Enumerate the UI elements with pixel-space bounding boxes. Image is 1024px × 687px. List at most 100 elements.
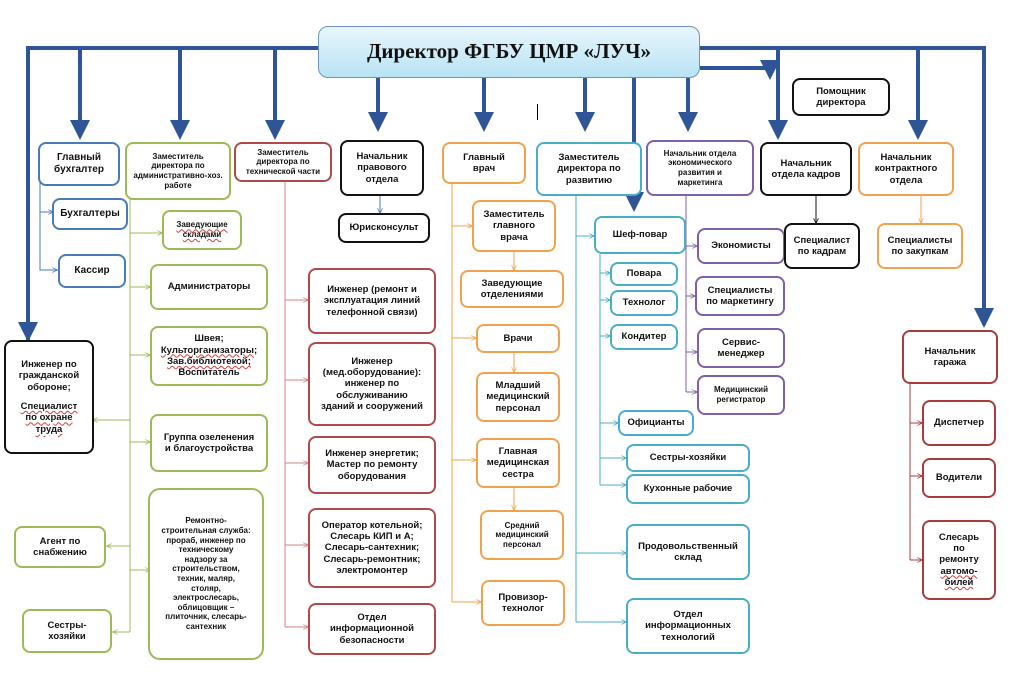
medical-registrar-label: Медицинский регистратор xyxy=(713,385,769,404)
it-department-label: Отдел информационных технологий xyxy=(645,608,731,643)
drivers-box: Водители xyxy=(922,458,996,498)
department-heads-label: Заведующие отделениями xyxy=(480,277,544,300)
engineer-telephone-box: Инженер (ремонт и эксплуатация линий тел… xyxy=(308,268,436,334)
doctors-label: Врачи xyxy=(503,332,533,344)
repair-service-label: Ремонтно- строительная служба: прораб, и… xyxy=(161,516,251,631)
legal-consultant-label: Юрисконсульт xyxy=(349,222,419,234)
chief-accountant-box: Главный бухгалтер xyxy=(38,142,120,186)
mid-medical-staff-label: Средний медицинский персонал xyxy=(495,520,549,549)
garage-head-label: Начальник гаража xyxy=(924,345,976,368)
kitchen-workers-box: Кухонные рабочие xyxy=(626,474,750,504)
food-storage-label: Продовольственный склад xyxy=(638,540,738,563)
confectioner-label: Кондитер xyxy=(621,331,667,343)
procurement-specialists-label: Специалисты по закупкам xyxy=(887,234,953,257)
power-engineer-box: Инженер энергетик; Мастер по ремонту обо… xyxy=(308,436,436,494)
car-mechanic-label-2: автомо- билей xyxy=(940,565,978,589)
housekeepers-label: Сестры-хозяйки xyxy=(649,452,727,464)
accountants-label: Бухгалтеры xyxy=(60,208,120,219)
assistant-director-label: Помощник директора xyxy=(816,85,866,108)
hr-head-box: Начальник отдела кадров xyxy=(760,142,852,196)
chef-box: Шеф-повар xyxy=(594,216,686,254)
accountant-branch-lines xyxy=(39,176,57,270)
junior-medical-staff-label: Младший медицинский персонал xyxy=(486,379,550,414)
seamstress-label: Швея; xyxy=(194,333,224,345)
food-storage-box: Продовольственный склад xyxy=(626,524,750,580)
deputy-chief-physician-label: Заместитель главного врача xyxy=(483,208,545,243)
repair-service-box: Ремонтно- строительная служба: прораб, и… xyxy=(148,488,264,660)
technologist-box: Технолог xyxy=(610,290,678,316)
legal-head-box: Начальник правового отдела xyxy=(340,140,424,196)
cooks-label: Повара xyxy=(626,268,662,280)
procurement-head-label: Начальник контрактного отдела xyxy=(874,151,938,186)
deputy-technical-label: Заместитель директора по технической час… xyxy=(245,147,321,176)
deputy-admin-box: Заместитель директора по административно… xyxy=(125,142,231,200)
economics-head-box: Начальник отдела экономического развития… xyxy=(646,140,754,196)
deputy-chief-physician-box: Заместитель главного врача xyxy=(472,200,556,252)
economics-head-label: Начальник отдела экономического развития… xyxy=(663,148,737,187)
waiters-box: Официанты xyxy=(618,410,694,436)
hr-head-label: Начальник отдела кадров xyxy=(771,157,841,180)
text-cursor xyxy=(537,104,538,120)
deputy-technical-box: Заместитель директора по технической час… xyxy=(234,142,332,182)
info-security-label: Отдел информационной безопасности xyxy=(329,611,415,646)
head-nurse-label: Главная медицинская сестра xyxy=(486,445,550,480)
deputy-admin-label: Заместитель директора по административно… xyxy=(133,151,223,190)
boiler-operator-label: Оператор котельной; Слесарь КИП и А; Сле… xyxy=(321,519,423,577)
legal-consultant-box: Юрисконсульт xyxy=(338,213,430,243)
dispatcher-label: Диспетчер xyxy=(933,417,985,429)
car-mechanic-box: Слесарь по ремонту автомо- билей xyxy=(922,520,996,600)
chief-physician-label: Главный врач xyxy=(463,151,505,174)
service-manager-box: Сервис- менеджер xyxy=(697,328,785,368)
engineer-medical-equipment-box: Инженер (мед.оборудование): инженер по о… xyxy=(308,342,436,426)
dispatcher-box: Диспетчер xyxy=(922,400,996,446)
housekeepers-left-label: Сестры- хозяйки xyxy=(47,619,87,642)
economists-box: Экономисты xyxy=(697,228,785,264)
landscaping-label: Группа озеленения и благоустройства xyxy=(163,431,255,454)
engineer-medical-equipment-label: Инженер (мед.оборудование): инженер по о… xyxy=(321,355,423,413)
hr-specialist-box: Специалист по кадрам xyxy=(784,223,860,269)
chief-accountant-label: Главный бухгалтер xyxy=(54,152,104,175)
it-department-box: Отдел информационных технологий xyxy=(626,598,750,654)
drivers-label: Водители xyxy=(935,472,983,484)
doctors-box: Врачи xyxy=(476,324,560,353)
admin-branch-lines xyxy=(93,180,162,632)
economics-branch-lines xyxy=(685,196,697,392)
librarian-label: Зав.библиотекой; xyxy=(167,356,251,367)
deputy-development-label: Заместитель директора по развитию xyxy=(557,151,621,186)
legal-head-label: Начальник правового отдела xyxy=(356,150,408,185)
housekeepers-left-box: Сестры- хозяйки xyxy=(22,609,112,653)
landscaping-box: Группа озеленения и благоустройства xyxy=(150,414,268,472)
director-box: Директор ФГБУ ЦМР «ЛУЧ» xyxy=(318,26,700,78)
garage-head-box: Начальник гаража xyxy=(902,330,998,384)
cultural-organizers-label: Культорганизаторы; xyxy=(160,344,258,356)
pharmacist-label: Провизор- технолог xyxy=(498,591,548,614)
power-engineer-label: Инженер энергетик; Мастер по ремонту обо… xyxy=(325,447,419,482)
educator-label: Воспитатель xyxy=(178,367,240,379)
supply-agent-label: Агент по снабжению xyxy=(33,535,87,558)
administrators-label: Администраторы xyxy=(167,281,251,293)
medical-registrar-box: Медицинский регистратор xyxy=(697,375,785,415)
boiler-operator-box: Оператор котельной; Слесарь КИП и А; Сле… xyxy=(308,508,436,588)
economists-label: Экономисты xyxy=(711,240,771,252)
development-branch-lines xyxy=(575,196,626,622)
administrators-box: Администраторы xyxy=(150,264,268,310)
technologist-label: Технолог xyxy=(622,297,666,309)
marketing-specialists-label: Специалисты по маркетингу xyxy=(706,284,774,307)
chief-physician-box: Главный врач xyxy=(442,142,526,184)
car-mechanic-label: Слесарь по ремонту xyxy=(938,531,980,566)
garage-branch-lines xyxy=(909,384,922,560)
mid-medical-staff-box: Средний медицинский персонал xyxy=(480,510,564,560)
director-title: Директор ФГБУ ЦМР «ЛУЧ» xyxy=(366,39,652,64)
procurement-head-box: Начальник контрактного отдела xyxy=(858,142,954,196)
civil-defense-box: Инженер по гражданской обороне; Специали… xyxy=(4,340,94,454)
info-security-box: Отдел информационной безопасности xyxy=(308,603,436,655)
warehouse-heads-box: Заведующие складами xyxy=(162,210,242,250)
medical-branch-lines xyxy=(451,184,514,602)
seamstress-box: Швея; Культорганизаторы; Зав.библиотекой… xyxy=(150,326,268,386)
supply-agent-box: Агент по снабжению xyxy=(14,526,106,568)
procurement-specialists-box: Специалисты по закупкам xyxy=(877,223,963,269)
main-branch-lines xyxy=(18,46,994,342)
chef-label: Шеф-повар xyxy=(612,229,668,241)
cooks-box: Повара xyxy=(610,262,678,286)
